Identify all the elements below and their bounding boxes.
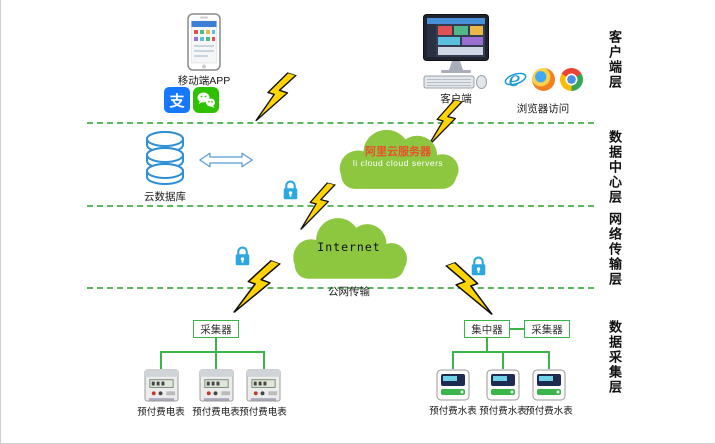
cloud-database-icon (143, 130, 187, 186)
lightning-bolt-app-cloud (249, 65, 302, 130)
connector-line (215, 351, 217, 369)
lock-icon-network-left (234, 245, 251, 267)
water-meter-label-3: 预付费水表 (525, 406, 573, 417)
connector-line (160, 351, 265, 353)
collector-left-box: 采集器 (193, 320, 239, 338)
chrome-browser-icon (560, 68, 583, 91)
browser-access-label: 浏览器访问 (516, 103, 570, 115)
cloud-db-label: 云数据库 (144, 191, 186, 203)
electric-meter-label-3: 预付费电表 (239, 407, 287, 418)
public-network-label: 公网传输 (328, 286, 370, 298)
lightning-bolt-client-cloud (421, 94, 469, 153)
electric-meter-icon-3 (246, 369, 281, 402)
layer-divider-1 (87, 122, 594, 124)
ali-cloud-shape (329, 124, 467, 194)
connector-line (502, 351, 504, 369)
layer-label-acquisition: 数据采集层 (607, 320, 622, 395)
water-meter-icon-1 (436, 369, 470, 401)
ali-cloud-subtitle: li cloud cloud servers (352, 158, 444, 168)
layer-label-datacenter: 数据中心层 (607, 130, 622, 205)
connector-line (452, 351, 550, 353)
layer-divider-3 (87, 287, 594, 289)
water-meter-icon-3 (532, 369, 566, 401)
connector-line (510, 328, 524, 330)
collector-right-box: 采集器 (524, 320, 570, 338)
wechat-icon (193, 87, 219, 113)
electric-meter-label-1: 预付费电表 (137, 407, 185, 418)
double-arrow-icon (199, 150, 253, 170)
connector-line (452, 351, 454, 369)
alipay-glyph: 支 (169, 92, 185, 110)
lock-icon-network-right (470, 255, 487, 277)
connector-line (215, 338, 217, 352)
lightning-bolt-internet-concentrator (440, 254, 499, 326)
ie-browser-icon: e (504, 67, 527, 91)
client-label: 客户端 (440, 93, 472, 105)
electric-meter-icon-1 (144, 369, 179, 402)
layer-divider-2 (87, 205, 594, 207)
client-computer-icon (423, 14, 489, 90)
alipay-icon: 支 (164, 87, 190, 113)
lock-icon-datacenter (282, 179, 299, 201)
lightning-bolt-internet-collector (228, 252, 287, 324)
concentrator-box: 集中器 (464, 320, 510, 338)
water-meter-label-2: 预付费水表 (479, 406, 527, 417)
internet-label: Internet (317, 240, 381, 254)
connector-line (160, 351, 162, 369)
firefox-browser-icon (532, 68, 555, 91)
connector-line (486, 338, 488, 352)
electric-meter-label-2: 预付费电表 (192, 407, 240, 418)
layer-label-client: 客户端层 (607, 30, 622, 90)
layer-label-network: 网络传输层 (607, 212, 622, 287)
smartphone-icon (187, 13, 221, 71)
collector-left-label: 采集器 (200, 323, 232, 336)
internet-cloud-shape (283, 212, 415, 284)
connector-line (263, 351, 265, 369)
ali-cloud-title: 阿里云服务器 (365, 146, 431, 158)
water-meter-icon-2 (486, 369, 520, 401)
collector-right-label: 采集器 (531, 323, 563, 336)
mobile-app-label: 移动端APP (177, 75, 231, 87)
electric-meter-icon-2 (199, 369, 234, 402)
connector-line (548, 351, 550, 369)
svg-text:e: e (509, 68, 521, 91)
water-meter-label-1: 预付费水表 (429, 406, 477, 417)
concentrator-label: 集中器 (471, 323, 503, 336)
lightning-bolt-alicloud-internet (295, 178, 341, 237)
